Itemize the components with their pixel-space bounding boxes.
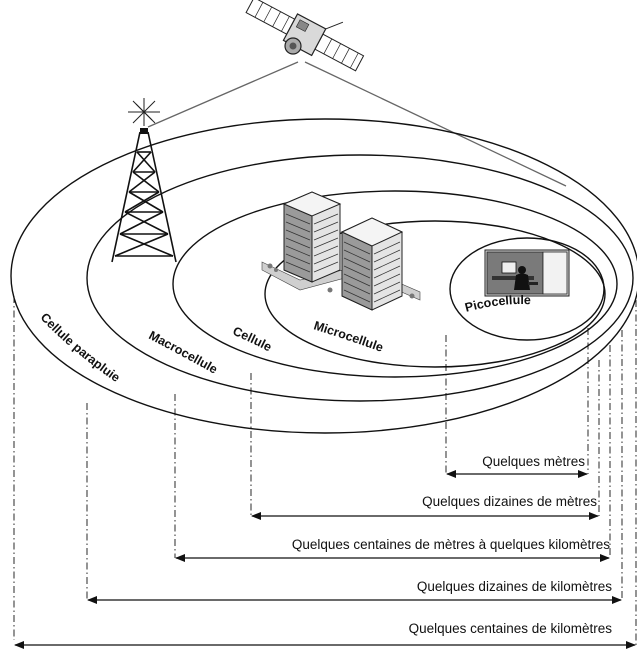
range-label-dizaines-km: Quelques dizaines de kilomètres <box>417 579 612 594</box>
range-label-metres: Quelques mètres <box>482 454 585 469</box>
satellite-beam-left <box>147 61 299 128</box>
microcell-ring <box>264 220 606 368</box>
cell-ring <box>172 190 618 378</box>
office-worker-icon <box>484 249 570 297</box>
umbrella-cell-ring <box>10 118 637 434</box>
satellite-icon <box>245 0 365 72</box>
range-label-dizaines-metres: Quelques dizaines de mètres <box>422 494 597 509</box>
zone-label-picocell: Picocellule <box>463 293 531 315</box>
office-buildings-icon <box>261 191 421 311</box>
radio-tower-icon <box>111 98 177 263</box>
satellite-beam-right <box>304 61 567 187</box>
range-label-centaines-metres-km: Quelques centaines de mètres à quelques … <box>292 537 610 552</box>
range-label-centaines-km: Quelques centaines de kilomètres <box>409 621 613 636</box>
macrocell-ring <box>86 154 634 402</box>
picocell-ring <box>449 237 605 341</box>
